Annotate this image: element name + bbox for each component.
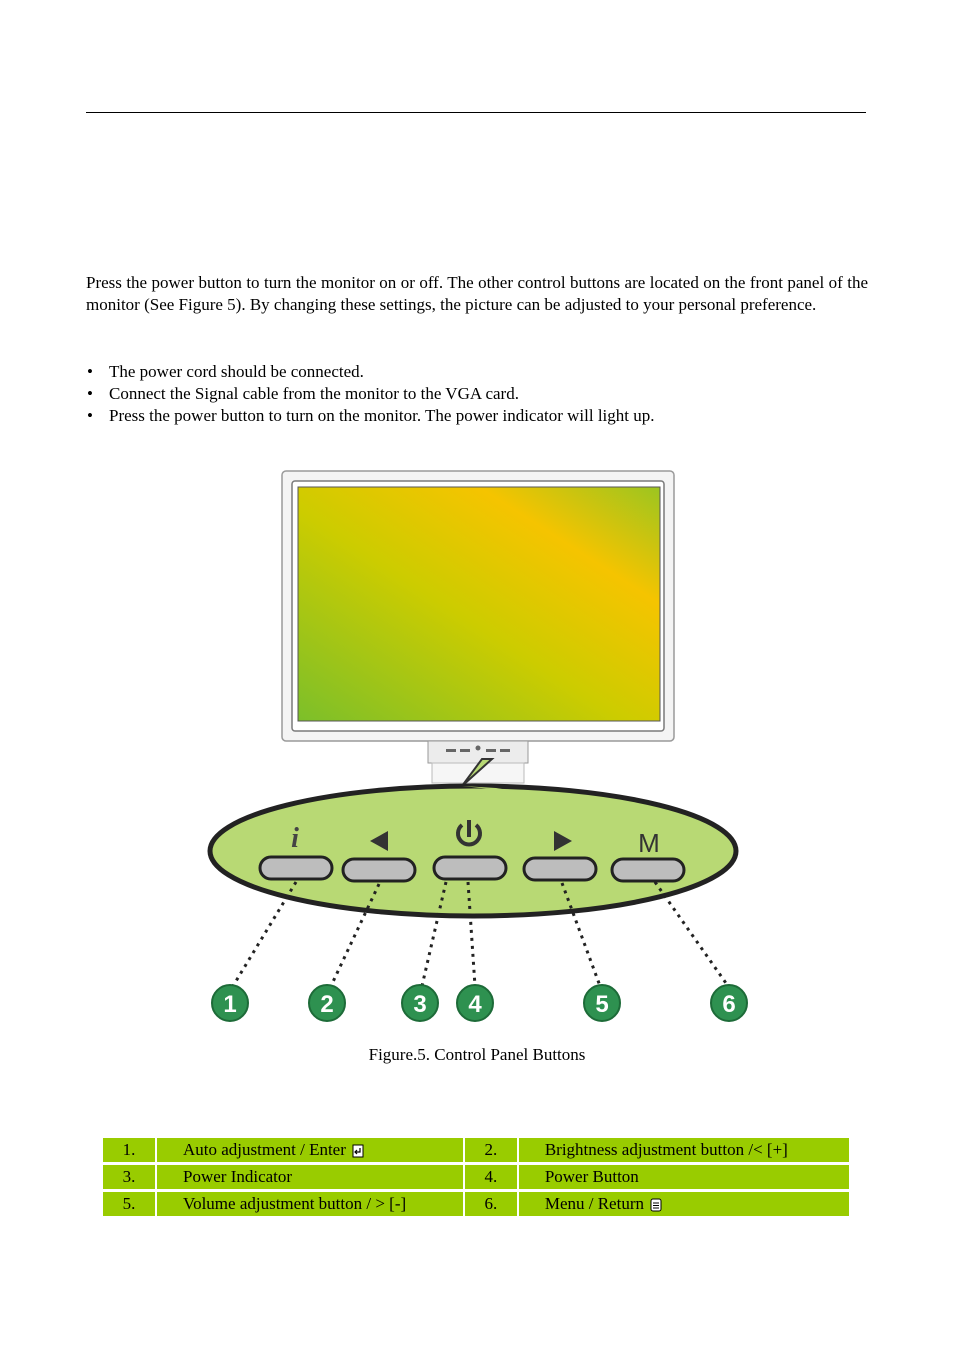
callout-5: 5 bbox=[595, 991, 608, 1018]
monitor-drawing bbox=[282, 471, 674, 786]
table-cell-num: 2. bbox=[465, 1138, 517, 1162]
list-item: • Connect the Signal cable from the monit… bbox=[86, 383, 868, 405]
callout-4: 4 bbox=[468, 991, 482, 1018]
bullet-text: Connect the Signal cable from the monito… bbox=[109, 384, 519, 403]
table-row: 3. Power Indicator 4. Power Button bbox=[103, 1165, 849, 1189]
table-cell-num: 5. bbox=[103, 1192, 155, 1216]
bullet-text: The power cord should be connected. bbox=[109, 362, 364, 381]
info-icon-label: i bbox=[291, 823, 299, 854]
panel-buttons bbox=[260, 857, 684, 881]
table-cell-desc: Menu / Return bbox=[519, 1192, 849, 1216]
intro-paragraph: Press the power button to turn the monit… bbox=[86, 272, 868, 316]
header-rule bbox=[86, 112, 866, 113]
table-cell-desc: Power Button bbox=[519, 1165, 849, 1189]
row-label: Menu / Return bbox=[545, 1194, 644, 1213]
bullet-icon: • bbox=[87, 361, 93, 383]
callout-numbers: 1 2 3 4 5 6 bbox=[223, 991, 735, 1018]
bullet-icon: • bbox=[87, 405, 93, 427]
menu-icon bbox=[650, 1198, 662, 1212]
table-row: 1. Auto adjustment / Enter 2. Brightness… bbox=[103, 1138, 849, 1162]
table-cell-desc: Power Indicator bbox=[157, 1165, 463, 1189]
table-cell-desc: Volume adjustment button / > [-] bbox=[157, 1192, 463, 1216]
button-table: 1. Auto adjustment / Enter 2. Brightness… bbox=[101, 1135, 851, 1219]
bullet-icon: • bbox=[87, 383, 93, 405]
table-cell-num: 6. bbox=[465, 1192, 517, 1216]
list-item: • Press the power button to turn on the m… bbox=[86, 405, 868, 427]
table-cell-num: 3. bbox=[103, 1165, 155, 1189]
control-panel-figure: i M 1 2 3 4 5 6 bbox=[200, 468, 760, 1028]
callout-3: 3 bbox=[413, 991, 426, 1018]
enter-icon bbox=[352, 1144, 364, 1158]
table-row: 5. Volume adjustment button / > [-] 6. M… bbox=[103, 1192, 849, 1216]
table-cell-num: 1. bbox=[103, 1138, 155, 1162]
list-item: • The power cord should be connected. bbox=[86, 361, 868, 383]
menu-icon-label: M bbox=[638, 828, 660, 858]
table-cell-desc: Brightness adjustment button /< [+] bbox=[519, 1138, 849, 1162]
table-cell-num: 4. bbox=[465, 1165, 517, 1189]
table-cell-desc: Auto adjustment / Enter bbox=[157, 1138, 463, 1162]
callout-1: 1 bbox=[223, 991, 236, 1018]
figure-caption: Figure.5. Control Panel Buttons bbox=[0, 1044, 954, 1066]
bullet-text: Press the power button to turn on the mo… bbox=[109, 406, 655, 425]
callout-2: 2 bbox=[320, 991, 333, 1018]
row-label: Auto adjustment / Enter bbox=[183, 1140, 346, 1159]
bullet-list: • The power cord should be connected. • Co… bbox=[86, 361, 868, 427]
callout-6: 6 bbox=[722, 991, 735, 1018]
